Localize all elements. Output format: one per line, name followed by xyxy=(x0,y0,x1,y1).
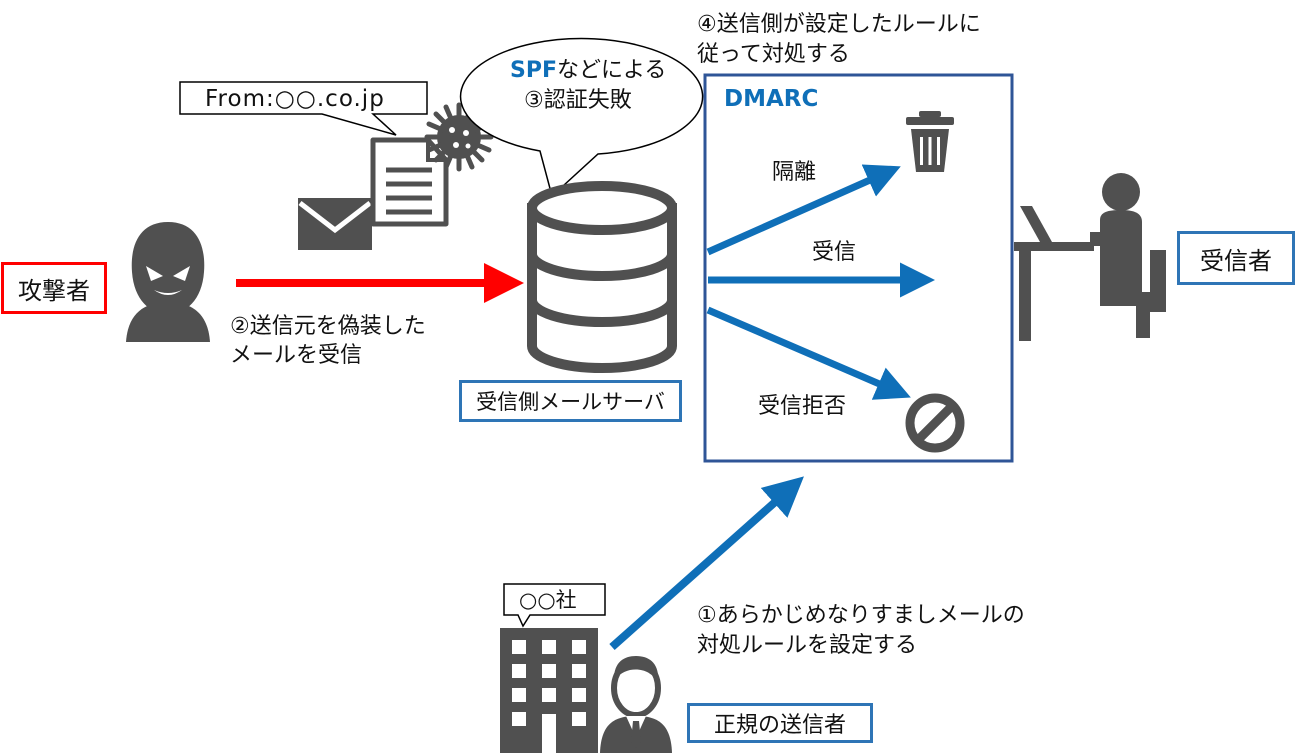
spf-word: SPF xyxy=(510,58,557,83)
company-callout-shape xyxy=(503,583,606,628)
recipient-label: 受信者 xyxy=(1177,231,1295,285)
spoof-text-line2: メールを受信 xyxy=(230,343,363,368)
spf-speech-bubble xyxy=(459,37,704,198)
spf-suffix: などによる xyxy=(557,58,667,83)
document-icon xyxy=(370,137,449,227)
reject-arrow xyxy=(706,306,911,400)
company-text: ○○社 xyxy=(519,588,577,612)
step1-text-line1: ①あらかじめなりすましメールの xyxy=(697,603,1025,628)
spf-text: SPFなどによる xyxy=(510,56,666,86)
prohibited-icon xyxy=(905,393,965,453)
from-callout-shape xyxy=(179,81,428,136)
receiver-server-label: 受信側メールサーバ xyxy=(459,380,682,422)
rule-arrow xyxy=(609,476,804,650)
hacker-icon xyxy=(126,222,210,342)
dmarc-box xyxy=(703,73,1014,463)
trash-icon xyxy=(906,111,954,172)
businessman-icon xyxy=(600,656,672,753)
virus-icon xyxy=(424,102,494,172)
step4-text-line1: ④送信側が設定したルールに xyxy=(697,12,981,37)
from-address-text: From:○○.co.jp xyxy=(205,86,385,112)
step1-text-line2: 対処ルールを設定する xyxy=(697,633,918,658)
legit-sender-label: 正規の送信者 xyxy=(687,703,873,743)
quarantine-label: 隔離 xyxy=(772,160,817,185)
attacker-label: 攻撃者 xyxy=(1,262,107,314)
spoof-text-line1: ②送信元を偽装した xyxy=(230,314,426,339)
dmarc-title: DMARC xyxy=(724,86,819,112)
quarantine-arrow xyxy=(706,164,901,256)
person-at-desk-icon xyxy=(1014,173,1166,341)
auth-fail-text: ③認証失敗 xyxy=(524,88,632,113)
office-building-icon xyxy=(500,628,598,753)
envelope-icon xyxy=(298,198,372,250)
database-server-icon xyxy=(527,181,677,373)
accept-label: 受信 xyxy=(812,240,857,265)
step4-text-line2: 従って対処する xyxy=(697,42,850,67)
reject-label: 受信拒否 xyxy=(758,394,847,419)
